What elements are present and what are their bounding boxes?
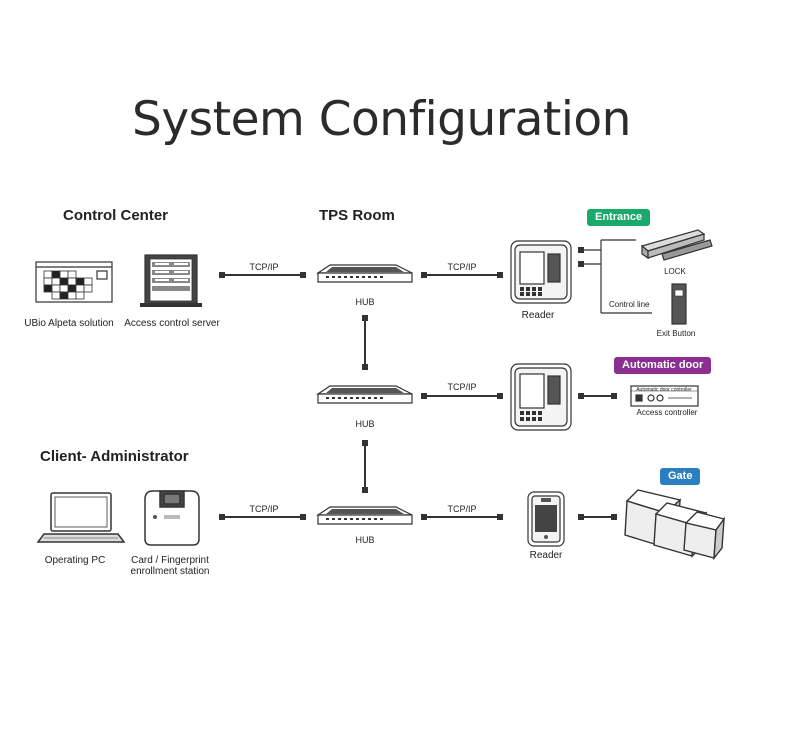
gate-badge: Gate — [660, 468, 701, 485]
reader-label-3: Reader — [529, 550, 563, 561]
enrollment-label-line2: enrollment station — [130, 566, 210, 577]
enrollment-label-line1: Card / Fingerprint — [131, 555, 209, 566]
ubio-window-icon — [35, 261, 113, 303]
access-controller-icon — [630, 385, 699, 407]
reader-icon-2 — [510, 363, 572, 431]
tcpip-label-1: TCP/IP — [249, 262, 279, 272]
hub-icon-1 — [317, 264, 413, 283]
tcpip-label-3: TCP/IP — [447, 382, 477, 392]
hub-label-2: HUB — [355, 419, 375, 429]
hub-label-1: HUB — [355, 297, 375, 307]
operating-pc-label: Operating PC — [44, 555, 106, 566]
laptop-icon — [36, 492, 126, 543]
lock-icon — [640, 229, 713, 261]
enrollment-station-label: Card / Fingerprint enrollment station — [131, 555, 210, 577]
hub-label-3: HUB — [355, 535, 375, 545]
lock-label: LOCK — [664, 267, 686, 276]
connector-dots — [219, 247, 617, 520]
section-control-center: Control Center — [63, 207, 168, 224]
section-client-administrator: Client- Administrator — [40, 448, 189, 465]
section-tps-room: TPS Room — [319, 207, 395, 224]
hub-icon-2 — [317, 385, 413, 404]
reader-icon-3 — [527, 491, 565, 547]
page-title: System Configuration — [132, 92, 631, 147]
controller-plate-label: Automatic door controller — [636, 387, 692, 393]
reader-label-1: Reader — [521, 310, 555, 321]
reader-icon-1 — [510, 240, 572, 304]
tcpip-label-5: TCP/IP — [447, 504, 477, 514]
speed-gate-icon — [624, 489, 726, 561]
connection-lines — [222, 274, 614, 518]
tcpip-label-4: TCP/IP — [249, 504, 279, 514]
control-lines — [581, 239, 652, 314]
hub-icon-3 — [317, 506, 413, 525]
ubio-label: UBio Alpeta solution — [24, 318, 114, 329]
server-rack-icon — [140, 254, 202, 307]
control-line-label: Control line — [609, 300, 650, 309]
access-controller-label: Access controller — [636, 408, 698, 417]
automatic-door-badge: Automatic door — [614, 357, 712, 374]
exit-button-label: Exit Button — [656, 329, 696, 338]
entrance-badge: Entrance — [587, 209, 651, 226]
exit-button-icon — [671, 283, 687, 325]
tcpip-label-2: TCP/IP — [447, 262, 477, 272]
access-server-label: Access control server — [124, 318, 220, 329]
enrollment-station-icon — [144, 490, 200, 546]
